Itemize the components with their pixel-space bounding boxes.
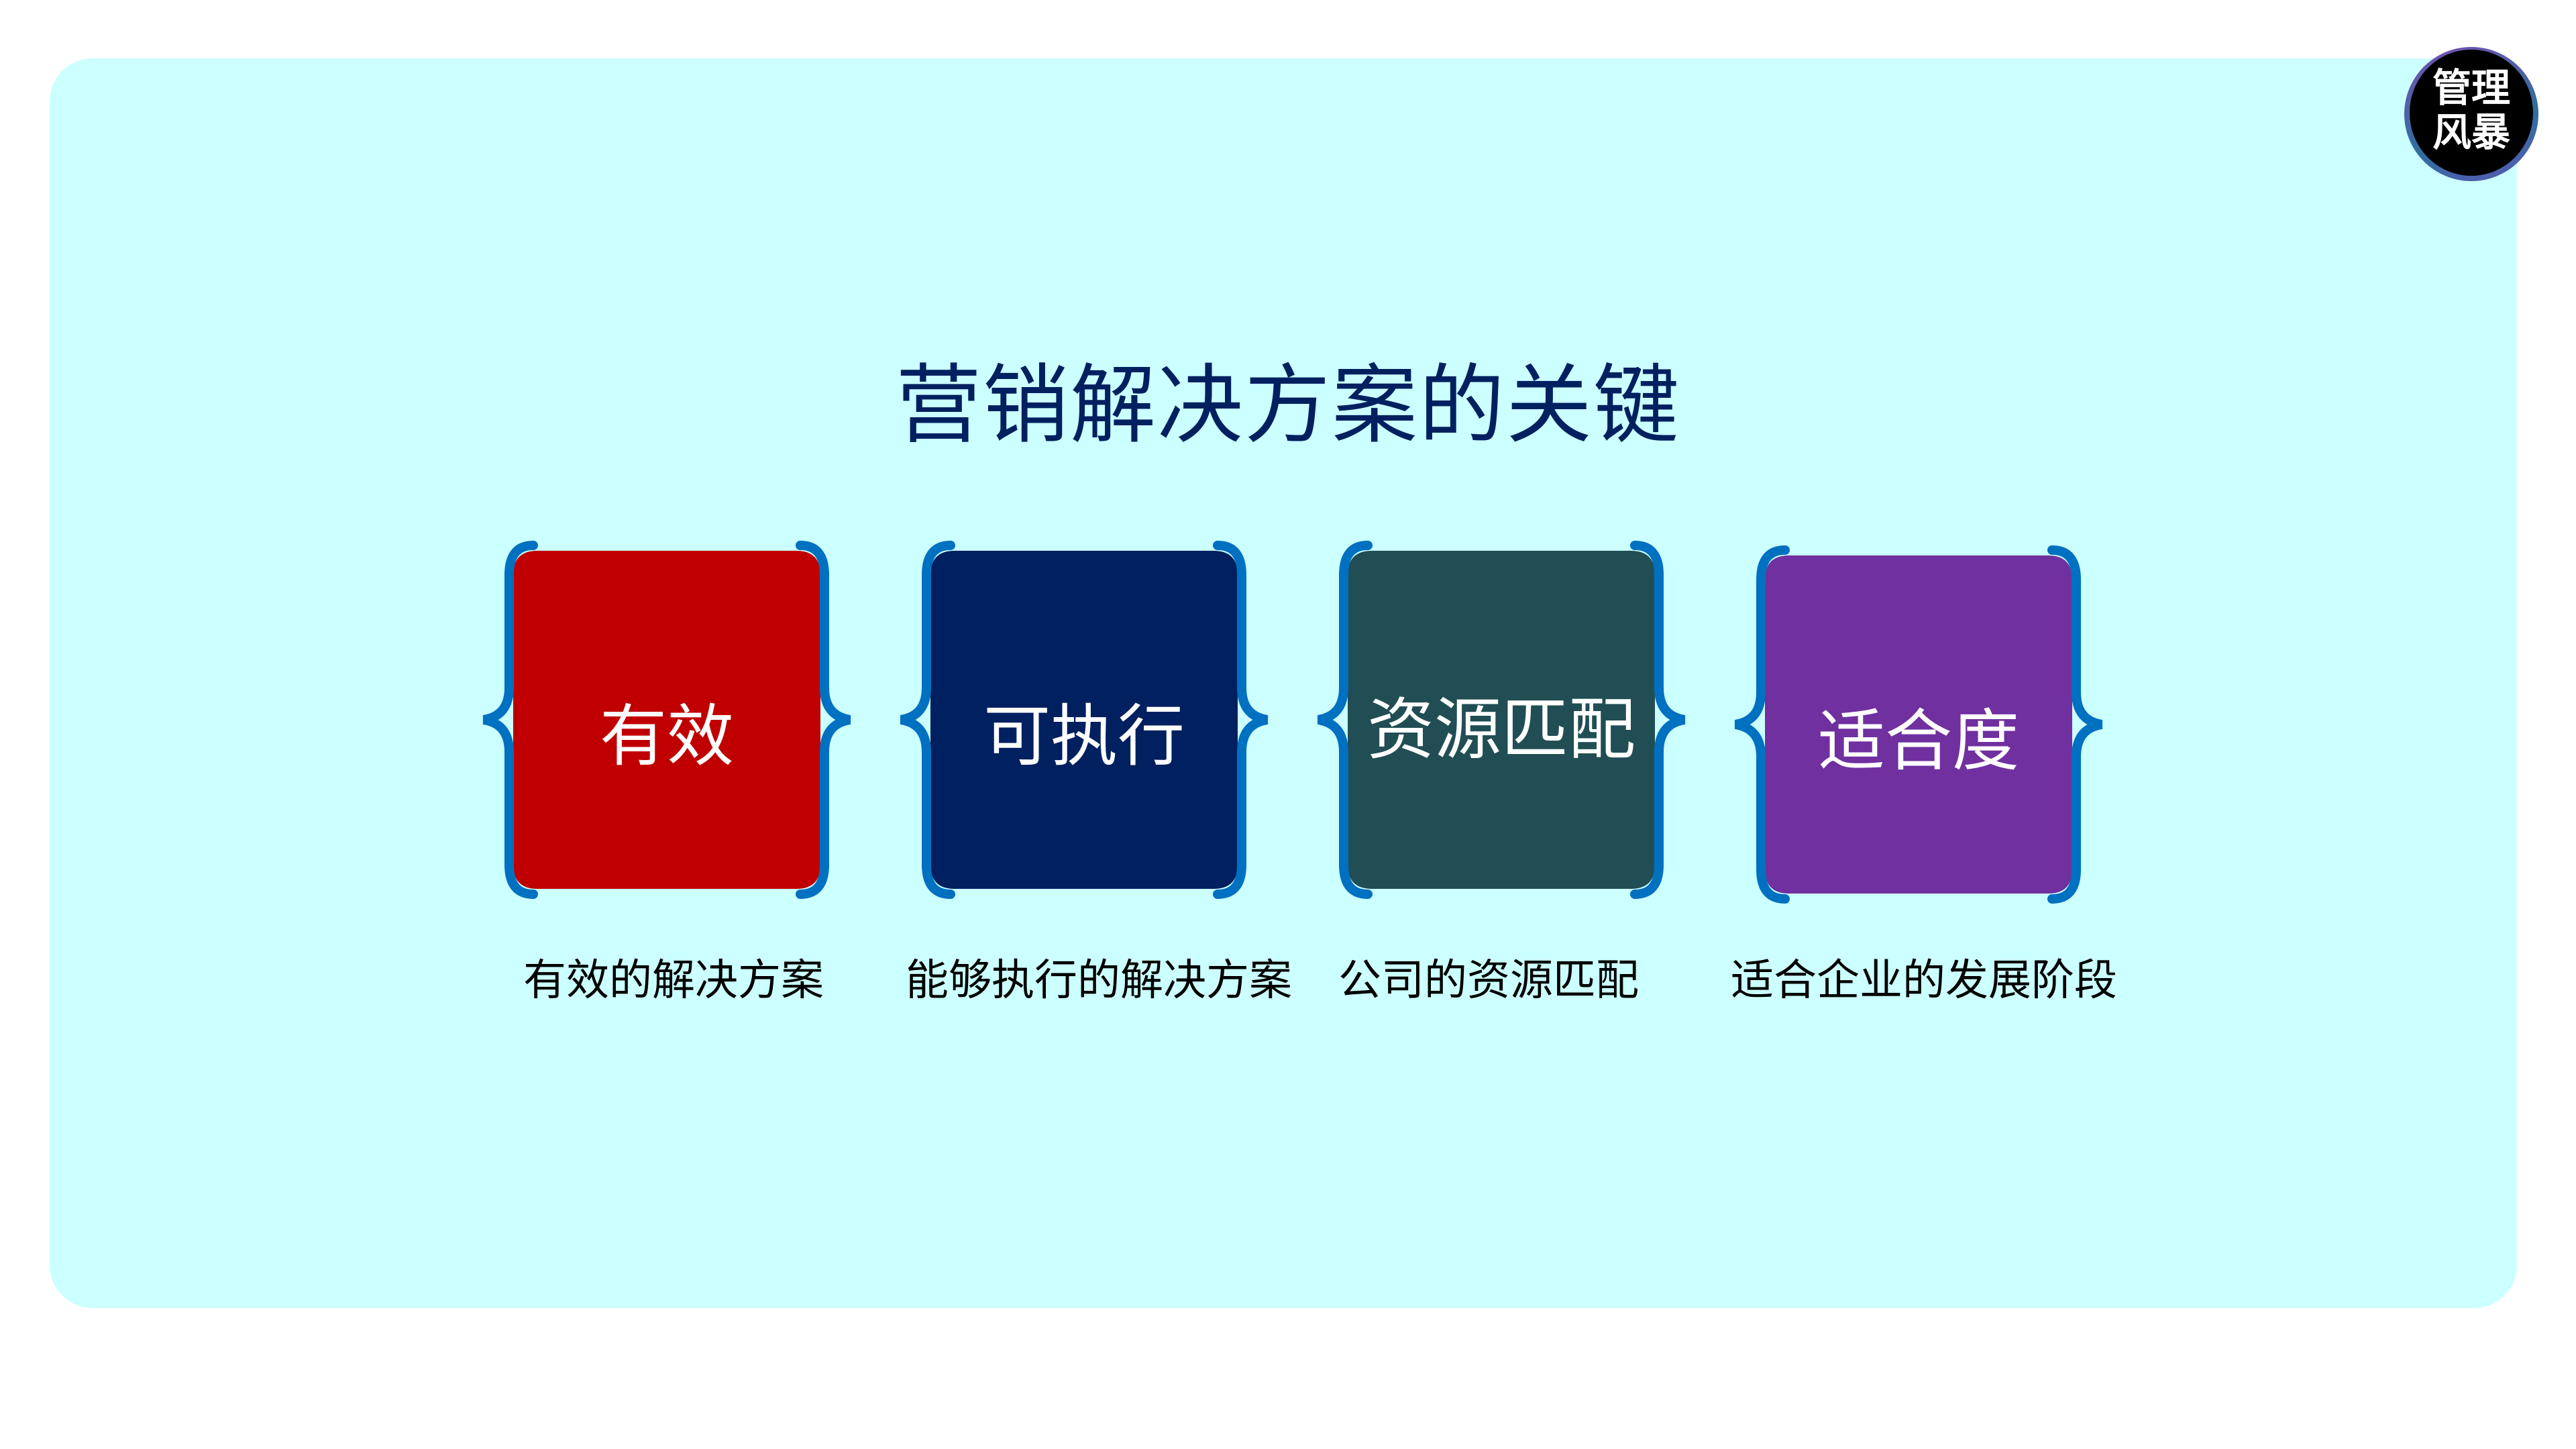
card-caption: 适合企业的发展阶段 <box>1731 956 2117 1006</box>
card-executable: 可执行 <box>894 540 1274 900</box>
card-caption: 有效的解决方案 <box>523 956 824 1006</box>
brace-box-shape <box>1317 541 1686 899</box>
brace-box-shape <box>1734 545 2103 904</box>
slide-title: 营销解决方案的关键 <box>895 356 1680 455</box>
logo-disc <box>2410 50 2533 176</box>
logo-text: 管理 风暴 <box>2404 66 2538 154</box>
card-fitness: 适合度 <box>1729 545 2108 904</box>
card-label: 适合度 <box>1818 701 2019 780</box>
brace-box-shape <box>482 541 851 899</box>
card-caption: 能够执行的解决方案 <box>906 956 1292 1006</box>
card-label: 资源匹配 <box>1367 690 1635 769</box>
logo-line-2: 风暴 <box>2432 109 2510 155</box>
card-label: 可执行 <box>983 696 1185 775</box>
brand-logo: 管理 风暴 <box>2404 47 2538 181</box>
brace-box-shape <box>900 541 1269 899</box>
card-label: 有效 <box>600 696 734 775</box>
logo-line-1: 管理 <box>2432 65 2510 111</box>
card-caption: 公司的资源匹配 <box>1338 956 1639 1006</box>
card-resource-match: 资源匹配 <box>1311 540 1691 900</box>
slide-panel <box>50 58 2517 1308</box>
card-effective: 有效 <box>477 540 857 900</box>
